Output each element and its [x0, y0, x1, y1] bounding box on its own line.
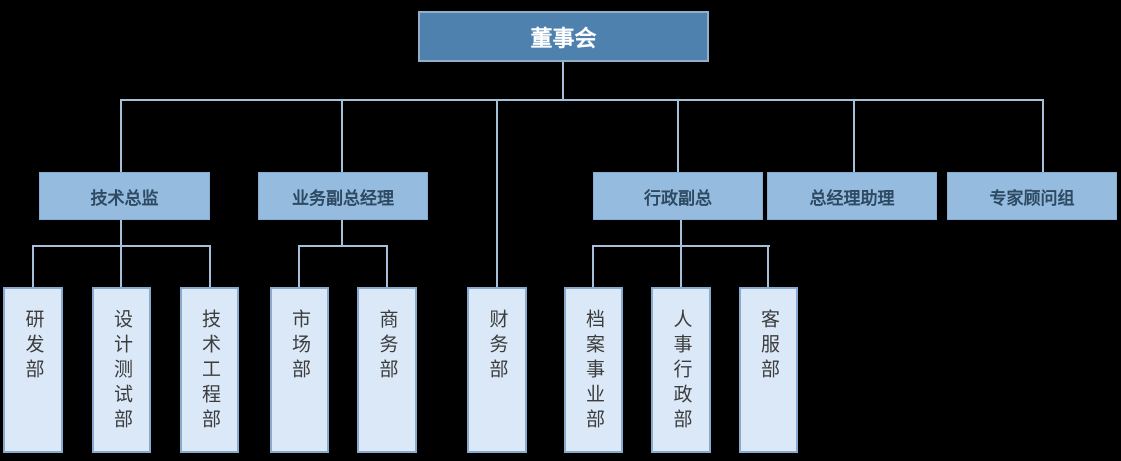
- connector-line: [767, 246, 769, 287]
- org-node-tech-director-label: 技术总监: [90, 188, 159, 208]
- org-node-tech-director: 技术总监: [39, 172, 210, 220]
- connector-line: [120, 246, 122, 287]
- org-node-rd-dept: 研发部: [3, 287, 63, 453]
- connector-line: [677, 99, 679, 172]
- org-node-admin-deputy: 行政副总: [593, 172, 763, 220]
- connector-line: [680, 246, 682, 287]
- org-node-gm-assistant-label: 总经理助理: [809, 188, 895, 208]
- connector-line: [386, 246, 388, 287]
- org-node-commerce-dept-label: 商务部: [376, 309, 398, 384]
- org-node-expert-advisors: 专家顾问组: [947, 172, 1117, 220]
- connector-line: [120, 99, 122, 172]
- connector-line: [592, 246, 594, 287]
- org-node-gm-assistant: 总经理助理: [767, 172, 937, 220]
- org-node-board-label: 董事会: [530, 25, 597, 51]
- connector-line: [32, 246, 34, 287]
- connector-line: [209, 246, 211, 287]
- org-node-tech-engineering-dept-label: 技术工程部: [199, 309, 220, 434]
- connector-line: [120, 99, 1044, 101]
- connector-line: [496, 99, 498, 287]
- org-node-expert-advisors-label: 专家顾问组: [989, 188, 1075, 208]
- org-node-commerce-dept: 商务部: [357, 287, 417, 453]
- org-node-customer-service-dept: 客服部: [739, 287, 798, 453]
- org-node-design-test-dept: 设计测试部: [92, 287, 151, 453]
- org-node-customer-service-dept-label: 客服部: [758, 309, 779, 384]
- org-node-finance-dept: 财务部: [467, 287, 527, 453]
- org-node-archives-dept: 档案事业部: [564, 287, 623, 453]
- connector-line: [341, 220, 343, 246]
- org-node-finance-dept-label: 财务部: [486, 309, 508, 384]
- connector-line: [853, 99, 855, 172]
- connector-line: [562, 62, 564, 100]
- org-node-admin-deputy-label: 行政副总: [644, 188, 712, 208]
- connector-line: [680, 220, 682, 246]
- org-node-marketing-dept: 市场部: [270, 287, 329, 453]
- org-node-business-deputy-gm: 业务副总经理: [258, 172, 428, 220]
- connector-line: [120, 220, 122, 246]
- org-node-marketing-dept-label: 市场部: [289, 309, 310, 384]
- org-node-business-deputy-gm-label: 业务副总经理: [292, 188, 394, 208]
- org-node-tech-engineering-dept: 技术工程部: [180, 287, 239, 453]
- org-node-board: 董事会: [418, 11, 709, 62]
- connector-line: [1042, 99, 1044, 172]
- org-node-rd-dept-label: 研发部: [22, 309, 44, 384]
- org-node-hr-admin-dept: 人事行政部: [651, 287, 711, 453]
- org-node-hr-admin-dept-label: 人事行政部: [670, 309, 692, 434]
- connector-line: [341, 99, 343, 172]
- org-node-archives-dept-label: 档案事业部: [583, 309, 604, 434]
- org-node-design-test-dept-label: 设计测试部: [111, 309, 132, 434]
- connector-line: [298, 245, 388, 247]
- connector-line: [298, 246, 300, 287]
